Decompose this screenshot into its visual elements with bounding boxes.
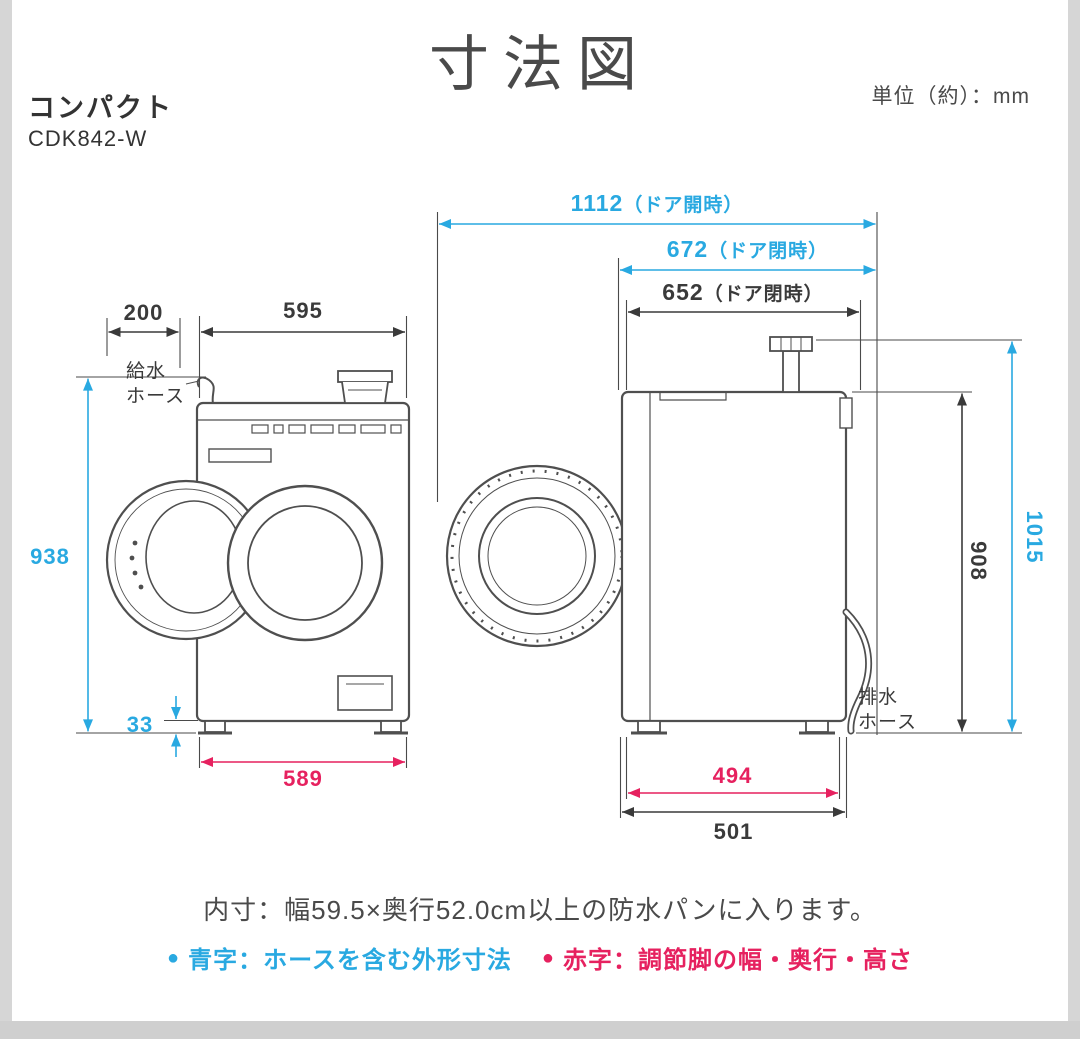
unit-note: 単位（約）：mm xyxy=(871,85,1030,108)
dim-label-33: 33 xyxy=(126,712,154,737)
dim-label-589: 589 xyxy=(283,766,323,791)
inner-dimension-note: 内寸：幅59.5×奥行52.0cm以上の防水パンに入ります。 xyxy=(203,895,877,925)
page-edge-left xyxy=(0,0,12,1039)
dim-note-1112: （ドア開時） xyxy=(623,195,744,216)
red-dot-icon: ● xyxy=(541,946,555,969)
product-type-label: コンパクト xyxy=(28,93,173,123)
dim-value-1112: 1112 xyxy=(570,190,624,216)
water-inlet xyxy=(769,336,813,393)
legend-red-text: 赤字：調節脚の幅・奥行・高さ xyxy=(563,947,913,974)
model-number: CDK842-W xyxy=(28,126,148,151)
drain-hose-label: 排水 ホース xyxy=(858,686,917,735)
dimension-lines xyxy=(83,219,1017,817)
dim-label-1112: 1112（ドア開時） xyxy=(437,190,877,217)
side-feet xyxy=(631,720,835,735)
dim-label-200: 200 xyxy=(123,300,164,325)
lid-notch xyxy=(659,392,727,401)
legend-blue-text: 青字：ホースを含む外形寸法 xyxy=(188,947,512,974)
display-window xyxy=(208,448,272,463)
legend-item-red: ● 赤字：調節脚の幅・奥行・高さ xyxy=(542,940,913,975)
dim-label-494: 494 xyxy=(712,763,753,788)
control-panel xyxy=(251,424,402,434)
drain-hose-label-line1: 排水 xyxy=(858,687,899,708)
dim-label-652: 652（ドア閉時） xyxy=(626,279,860,306)
page-edge-bottom xyxy=(0,1021,1080,1039)
detergent-box xyxy=(337,370,393,404)
dim-label-938: 938 xyxy=(30,544,70,569)
page-edge-right xyxy=(1068,0,1080,1039)
dim-label-595: 595 xyxy=(283,298,323,323)
drain-hose-label-line2: ホース xyxy=(858,711,918,733)
dim-label-501: 501 xyxy=(713,819,754,844)
dim-label-672: 672（ドア閉時） xyxy=(618,236,877,263)
supply-hose-label-line1: 給水 xyxy=(126,361,167,382)
filter-drawer xyxy=(337,675,393,711)
supply-hose-leader xyxy=(185,380,200,385)
front-feet xyxy=(198,720,408,735)
dim-label-908: 908 xyxy=(966,541,991,581)
open-door xyxy=(105,479,267,641)
page-title: 寸法図 xyxy=(429,31,651,98)
door-opening xyxy=(226,484,384,642)
supply-hose-label-line2: ホース xyxy=(126,385,186,407)
dim-label-1015: 1015 xyxy=(1022,510,1047,564)
legend: ● 青字：ホースを含む外形寸法 ● 赤字：調節脚の幅・奥行・高さ xyxy=(0,940,1080,975)
side-door-rings xyxy=(445,464,629,648)
dim-note-672: （ドア閉時） xyxy=(708,241,829,262)
extension-lines xyxy=(76,212,1022,818)
dim-value-672: 672 xyxy=(666,236,709,262)
hose-clip xyxy=(839,397,853,429)
dim-value-652: 652 xyxy=(662,279,704,305)
side-view-drawing xyxy=(445,336,873,735)
blue-dot-icon: ● xyxy=(167,946,181,969)
supply-hose-label: 給水 ホース xyxy=(126,360,185,409)
supply-hose xyxy=(196,376,215,405)
door-hinge-dots xyxy=(129,540,144,590)
side-body xyxy=(620,390,848,723)
front-view-drawing xyxy=(105,370,411,735)
dim-note-652: （ドア閉時） xyxy=(703,284,824,305)
legend-item-blue: ● 青字：ホースを含む外形寸法 xyxy=(167,940,512,975)
